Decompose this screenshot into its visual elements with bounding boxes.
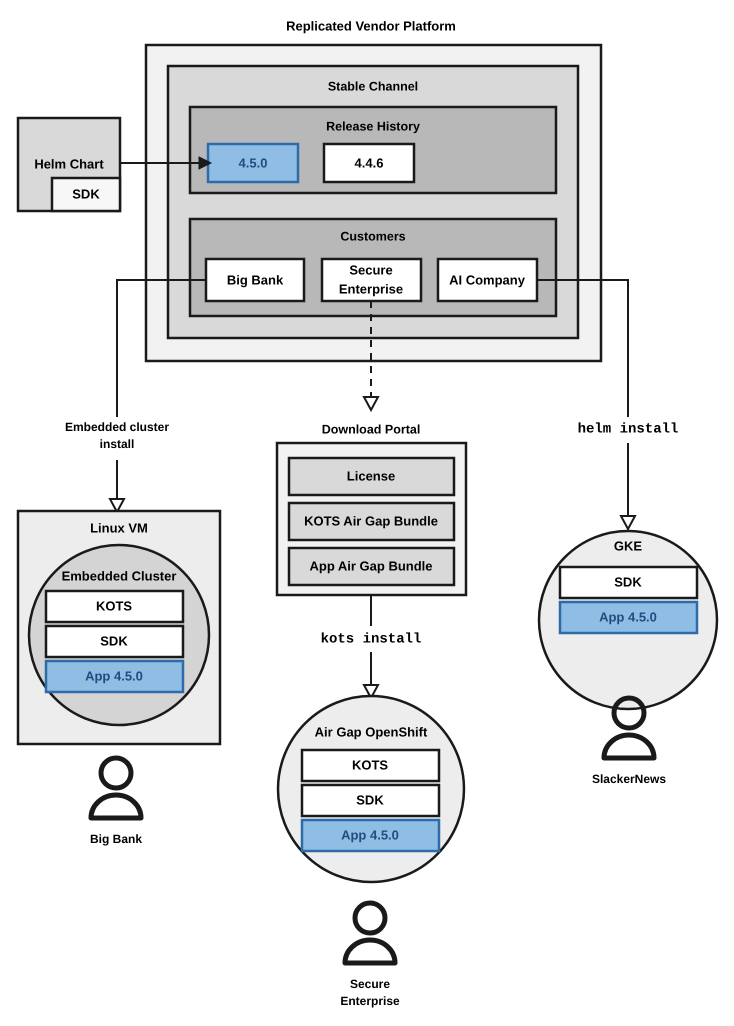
- customers-label: Customers: [340, 229, 405, 243]
- target-node-gke[interactable]: GKE SDK App 4.5.0: [537, 529, 719, 711]
- download-portal-title: Download Portal: [322, 422, 421, 436]
- person-body-icon: [88, 792, 144, 821]
- release-version-label: 4.4.6: [355, 155, 384, 170]
- edge-ai-company-right-segment: [537, 279, 629, 417]
- air-gap-openshift-label: Air Gap OpenShift: [315, 724, 428, 739]
- release-chip-bg: [206, 142, 300, 184]
- artifact-app-air-gap-bundle-label: App Air Gap Bundle: [309, 558, 432, 573]
- persona-slackernews: SlackerNews: [592, 695, 666, 786]
- component-kots-label: KOTS: [352, 757, 388, 772]
- embedded-cluster-label: Embedded Cluster: [62, 568, 177, 583]
- component-sdk-bg[interactable]: [44, 624, 185, 659]
- customer-item-ai-company[interactable]: AI Company: [436, 257, 539, 303]
- arrowhead-to-release: [198, 156, 213, 170]
- linux-vm-label: Linux VM: [90, 520, 148, 535]
- release-item-4-4-6[interactable]: 4.4.6: [322, 142, 416, 184]
- gke-label: GKE: [614, 538, 643, 553]
- component-sdk-bg[interactable]: [558, 565, 699, 600]
- component-sdk-label: SDK: [614, 574, 642, 589]
- edge-label-embedded-cluster-install-line1: Embedded cluster: [65, 420, 169, 434]
- component-app-bg[interactable]: [300, 818, 441, 853]
- customer-item-big-bank[interactable]: Big Bank: [204, 257, 306, 303]
- persona-label-line1: Secure: [350, 977, 390, 991]
- release-item-4-5-0[interactable]: 4.5.0: [206, 142, 300, 184]
- release-chip-bg: [322, 142, 416, 184]
- arrowhead-to-gke: [619, 515, 637, 532]
- persona-big-bank: Big Bank: [88, 755, 144, 846]
- component-app-bg[interactable]: [44, 659, 185, 694]
- component-sdk-bg[interactable]: [300, 783, 441, 818]
- component-app-bg[interactable]: [558, 600, 699, 635]
- person-head-icon: [352, 900, 388, 936]
- component-kots-bg[interactable]: [44, 589, 185, 624]
- edge-bigbank-left-segment: [116, 279, 206, 417]
- component-sdk-label: SDK: [356, 792, 384, 807]
- artifact-kots-air-gap-bundle-bg[interactable]: [287, 501, 456, 542]
- component-app-label: App 4.5.0: [85, 668, 143, 683]
- person-head-icon: [98, 755, 134, 791]
- release-version-label: 4.5.0: [239, 155, 268, 170]
- component-app-label: App 4.5.0: [599, 609, 657, 624]
- release-history-label: Release History: [326, 119, 420, 133]
- person-body-icon: [601, 732, 657, 761]
- customer-item-secure-enterprise[interactable]: Secure Enterprise: [320, 257, 423, 303]
- arrowhead-to-linux-vm: [108, 498, 126, 515]
- arrowhead-to-air-gap-openshift: [362, 684, 380, 701]
- helm-chart-sdk-label: SDK: [72, 186, 100, 201]
- target-node-linux-vm[interactable]: Linux VM Embedded Cluster KOTS SDK App 4…: [16, 509, 222, 746]
- customer-name-label: Big Bank: [227, 272, 284, 287]
- component-kots-bg[interactable]: [300, 748, 441, 783]
- artifact-kots-air-gap-bundle-label: KOTS Air Gap Bundle: [304, 513, 438, 528]
- customer-name-label: AI Company: [449, 272, 526, 287]
- artifact-license-label: License: [347, 468, 395, 483]
- edge-label-embedded-cluster-install-line2: install: [100, 437, 135, 451]
- component-kots-label: KOTS: [96, 598, 132, 613]
- customer-chip-bg: [320, 257, 423, 303]
- customer-name-label-line1: Secure: [349, 262, 392, 277]
- helm-chart-node[interactable]: Helm Chart SDK: [16, 116, 122, 213]
- edge-label-kots-install: kots install: [321, 632, 422, 648]
- customer-name-label-line2: Enterprise: [339, 281, 403, 296]
- persona-label: SlackerNews: [592, 772, 666, 786]
- person-body-icon: [342, 937, 398, 966]
- artifact-license-bg[interactable]: [287, 456, 456, 497]
- stable-channel-label: Stable Channel: [328, 79, 418, 93]
- persona-secure-enterprise: Secure Enterprise: [340, 900, 400, 1008]
- helm-chart-sdk-bg: [50, 176, 122, 213]
- customer-chip-bg: [436, 257, 539, 303]
- artifact-app-air-gap-bundle-bg[interactable]: [287, 546, 456, 587]
- component-app-label: App 4.5.0: [341, 827, 399, 842]
- download-portal-node[interactable]: License KOTS Air Gap Bundle App Air Gap …: [275, 441, 468, 597]
- customer-chip-bg: [204, 257, 306, 303]
- page-title: Replicated Vendor Platform: [286, 18, 456, 33]
- person-head-icon: [611, 695, 647, 731]
- helm-chart-label: Helm Chart: [34, 156, 104, 171]
- edge-label-helm-install: helm install: [578, 422, 679, 438]
- arrowhead-to-download-portal: [362, 396, 380, 413]
- persona-label: Big Bank: [90, 832, 142, 846]
- target-node-air-gap-openshift[interactable]: Air Gap OpenShift KOTS SDK App 4.5.0: [276, 694, 466, 884]
- component-sdk-label: SDK: [100, 633, 128, 648]
- persona-label-line2: Enterprise: [340, 994, 400, 1008]
